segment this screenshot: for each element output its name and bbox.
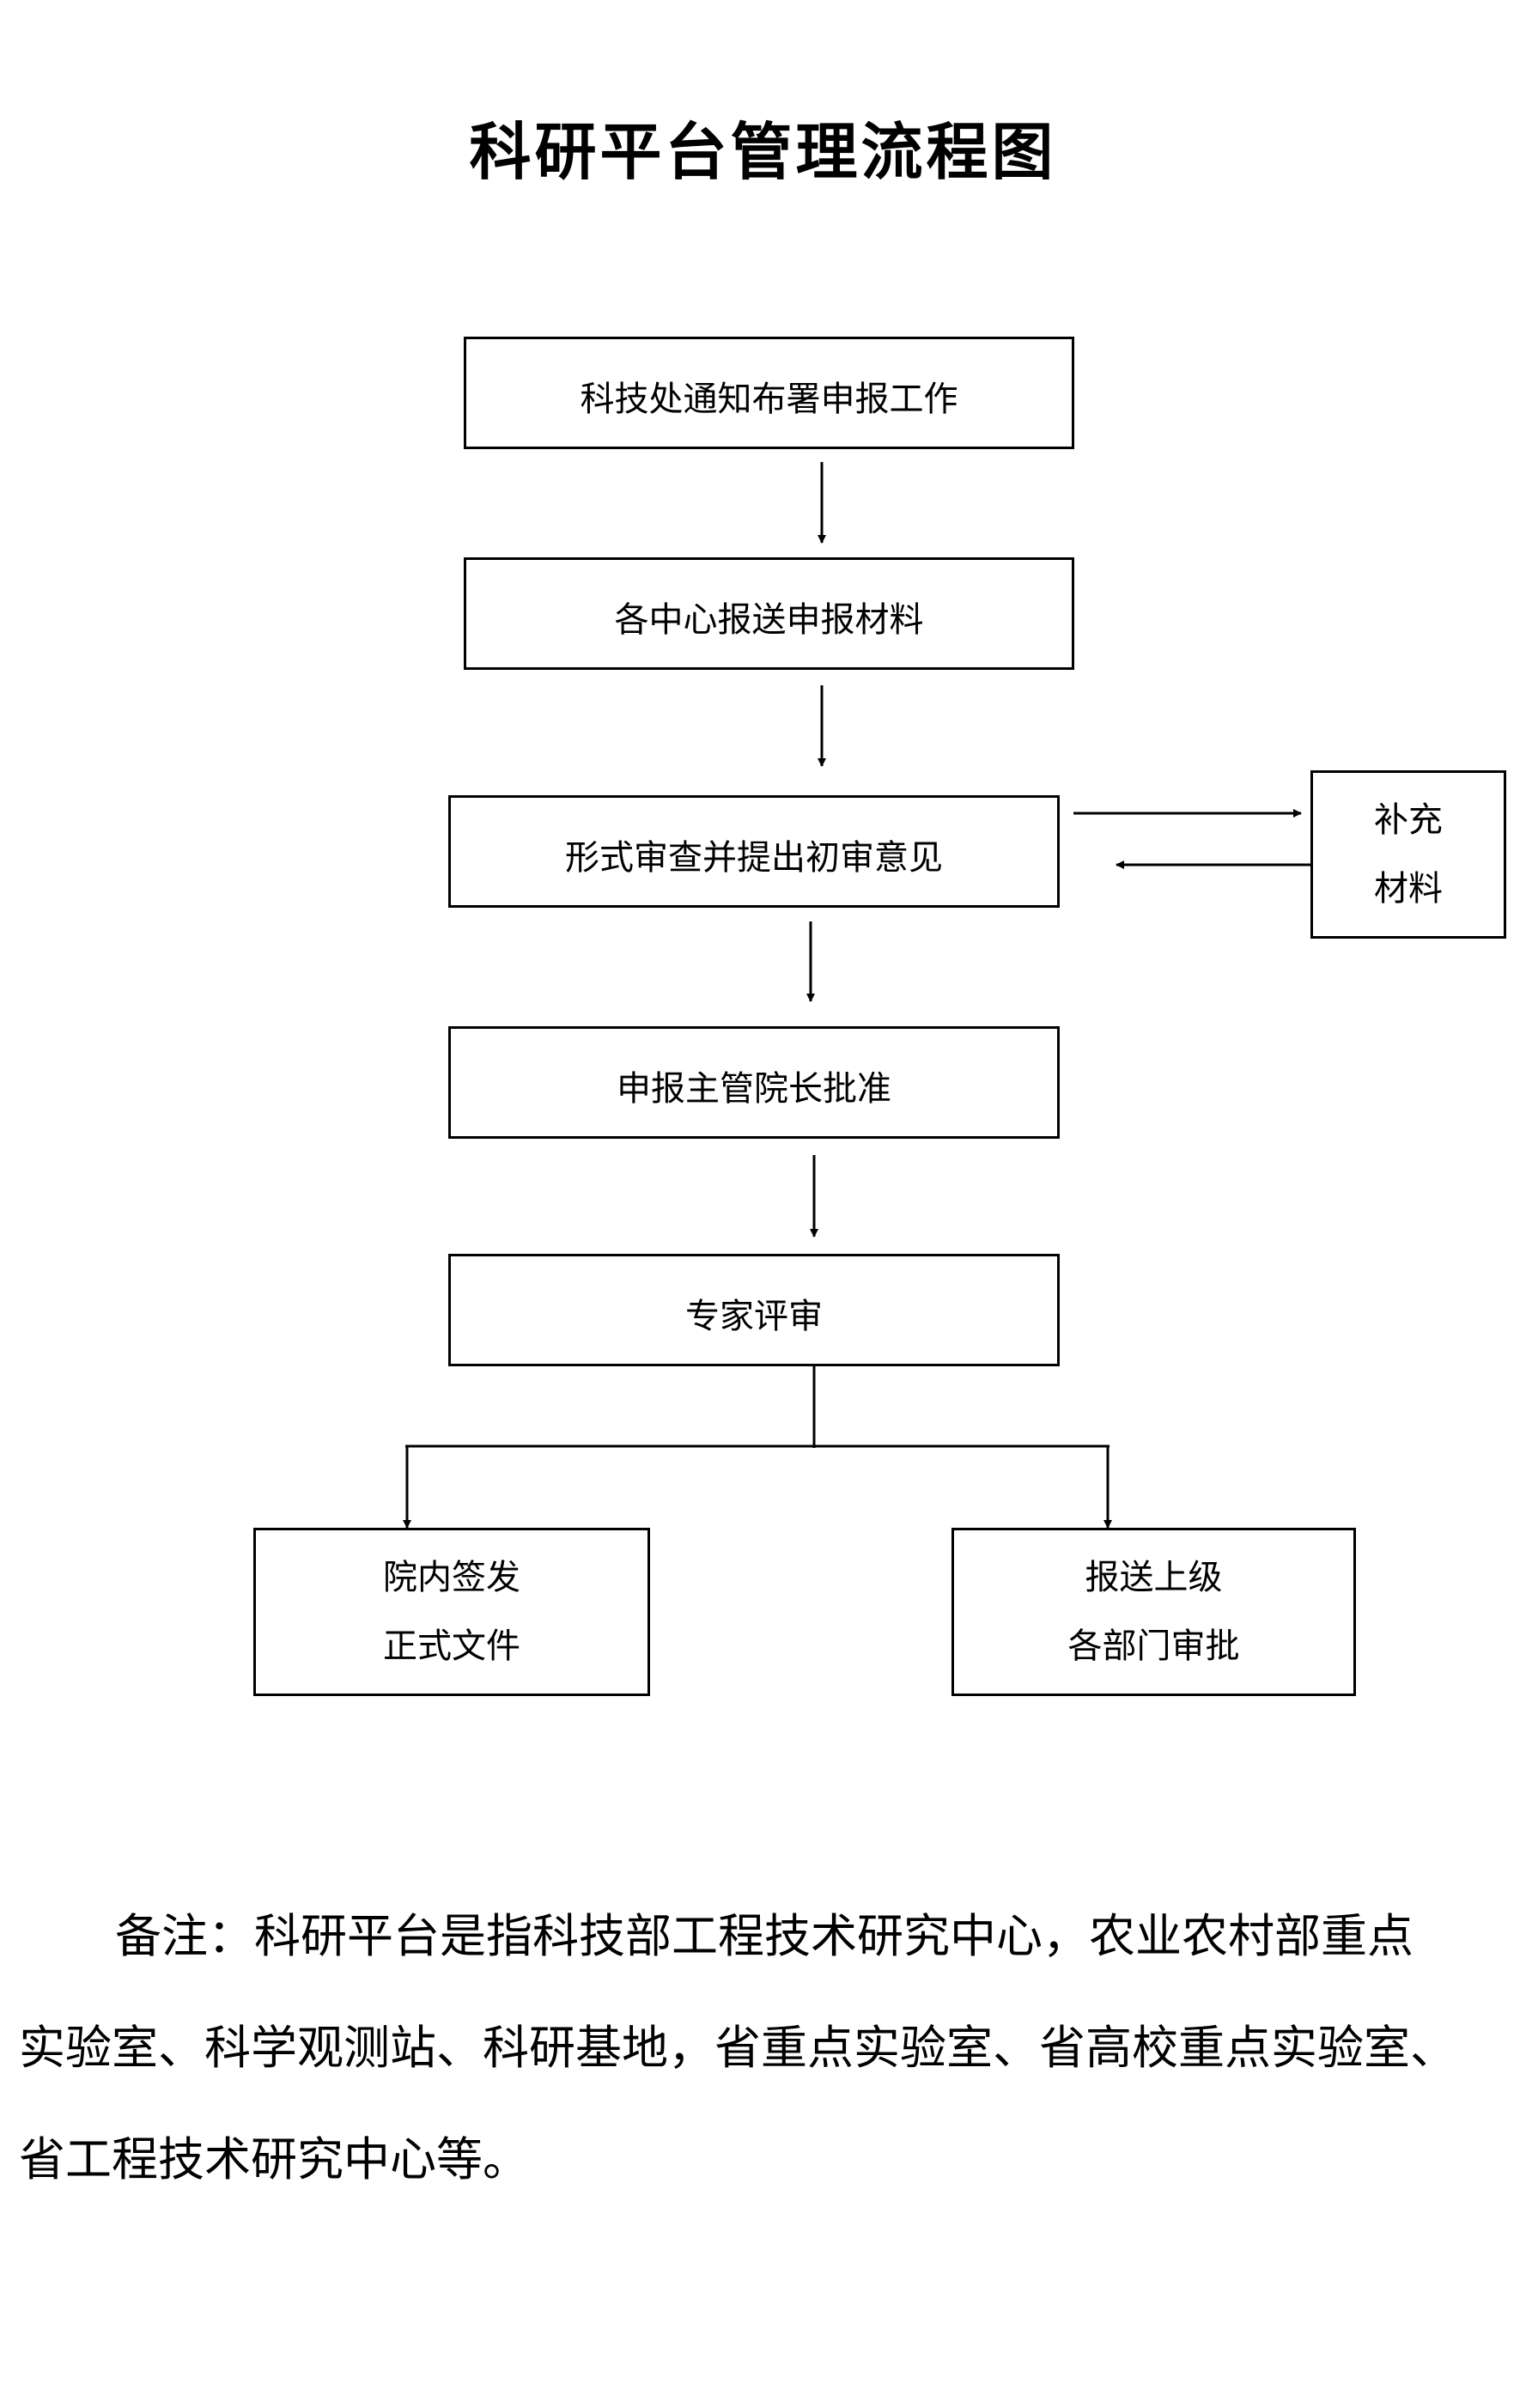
node-issue: 院内签发 正式文件 [253,1528,650,1696]
node-approve: 申报主管院长批准 [448,1026,1060,1139]
node-notify: 科技处通知布署申报工作 [464,337,1074,449]
footnote: 备注：科研平台是指科技部工程技术研究中心，农业农村部重点 实验室、科学观测站、科… [19,1881,1513,2216]
node-approve-label: 申报主管院长批准 [617,1068,891,1109]
node-supplement: 补充 材料 [1310,770,1506,939]
node-report-label-1: 报送上级 [1085,1558,1223,1597]
node-expert: 专家评审 [448,1254,1060,1366]
node-supplement-label-1: 补充 [1374,800,1443,840]
node-submit: 各中心报送申报材料 [464,557,1074,670]
page-title: 科研平台管理流程图 [469,116,1057,188]
node-submit-label: 各中心报送申报材料 [614,599,924,640]
footnote-line-1: 备注：科研平台是指科技部工程技术研究中心，农业农村部重点 [115,1909,1414,1963]
node-issue-label-1: 院内签发 [383,1558,520,1597]
node-review-label: 形式审查并提出初审意见 [565,837,943,878]
node-notify-label: 科技处通知布署申报工作 [580,379,958,419]
node-review: 形式审查并提出初审意见 [448,795,1060,908]
footnote-line-3: 省工程技术研究中心等。 [19,2132,529,2186]
node-report-label-2: 各部门审批 [1067,1627,1240,1666]
node-issue-label-2: 正式文件 [383,1627,520,1666]
footnote-line-2: 实验室、科学观测站、科研基地，省重点实验室、省高校重点实验室、 [19,2021,1456,2075]
node-supplement-label-2: 材料 [1374,869,1443,909]
node-report: 报送上级 各部门审批 [951,1528,1356,1696]
node-expert-label: 专家评审 [685,1296,823,1336]
